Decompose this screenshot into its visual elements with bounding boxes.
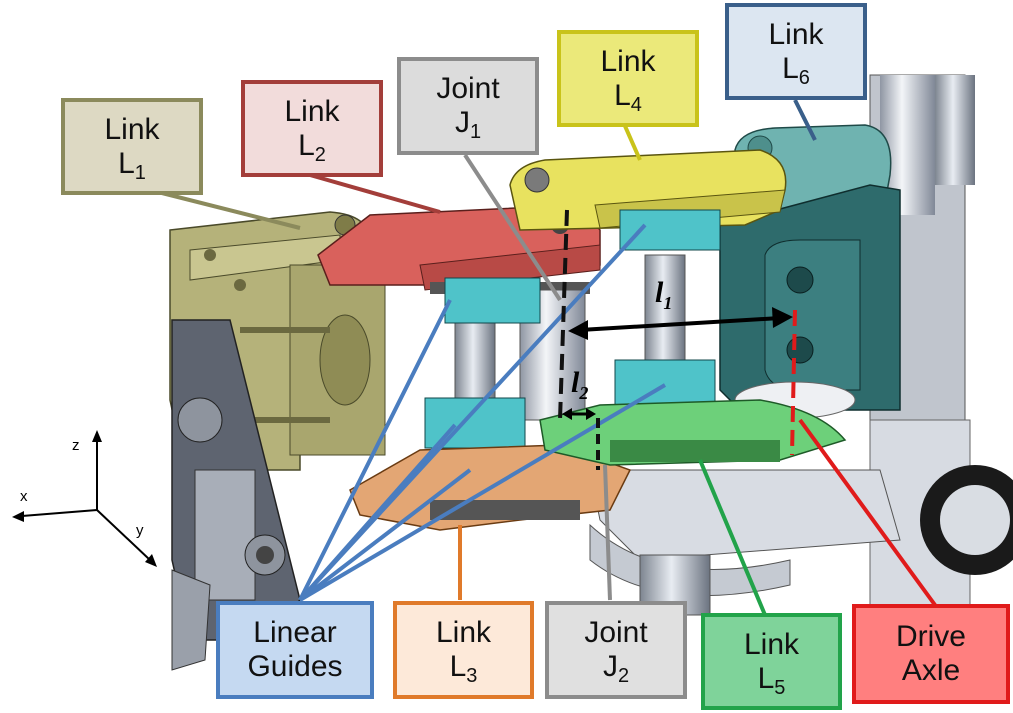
leader-drive-axle [798, 418, 937, 607]
leader-joint-j2 [603, 464, 612, 601]
label-link-l2-symbol: L2 [298, 128, 326, 166]
label-link-l3-word: Link [435, 616, 492, 649]
drive-axle-axis [790, 309, 797, 456]
label-joint-j2-word: Joint [584, 616, 648, 649]
dimension-l2-arrow [562, 408, 596, 420]
label-joint-j1-word: Joint [436, 72, 500, 105]
leader-joint-j1 [463, 153, 562, 302]
leader-guides-5 [298, 468, 472, 602]
linear-guide-rods [454, 254, 686, 426]
axis-z-label: z [72, 437, 80, 454]
link-l5-part [539, 399, 847, 466]
leader-link-l6 [793, 99, 817, 141]
dimension-l1-subscript: 1 [663, 293, 673, 313]
label-link-l2-word: Link [284, 94, 340, 128]
label-link-l4-symbol: L4 [614, 78, 642, 116]
axis-x-label: x [20, 488, 28, 505]
label-link-l6: Link L6 [725, 3, 867, 100]
leader-guides-1 [298, 299, 452, 601]
dimension-l1-symbol: l [655, 276, 664, 309]
label-link-l3: Link L3 [393, 601, 534, 699]
label-joint-j2: Joint J2 [545, 601, 687, 699]
label-linear-guides: Linear Guides [216, 601, 374, 699]
dimension-l2-label: l2 [571, 366, 588, 404]
dimension-l2-symbol: l [571, 366, 580, 399]
label-link-l3-symbol: L3 [449, 650, 478, 687]
label-joint-j1: Joint J1 [397, 57, 539, 155]
label-linear-guides-line1: Linear [253, 616, 337, 649]
label-joint-j2-symbol: J2 [602, 650, 630, 687]
leader-guides-4 [298, 383, 667, 602]
label-link-l6-word: Link [768, 17, 824, 51]
label-link-l1-symbol: L1 [118, 146, 146, 184]
label-link-l5-symbol: L5 [757, 661, 786, 699]
link-l1-part [169, 211, 386, 471]
label-link-l6-symbol: L6 [782, 51, 810, 89]
label-link-l5-word: Link [743, 627, 800, 661]
leader-link-l5 [698, 459, 767, 616]
label-link-l5: Link L5 [701, 613, 842, 710]
leader-guides-3 [298, 423, 457, 602]
label-link-l2: Link L2 [241, 80, 383, 177]
leader-link-l4 [623, 125, 642, 161]
label-joint-j1-symbol: J1 [454, 106, 482, 143]
label-link-l4: Link L4 [557, 30, 699, 127]
leader-link-l1 [149, 188, 301, 230]
label-link-l1: Link L1 [61, 98, 203, 195]
label-link-l1-word: Link [104, 112, 160, 146]
left-track-part [171, 319, 301, 671]
dimension-l1-arrow [568, 307, 793, 340]
leader-link-l2 [309, 173, 441, 214]
label-drive-axle: Drive Axle [852, 604, 1010, 704]
axis-y-label: y [136, 522, 144, 539]
label-drive-axle-line1: Drive [895, 620, 966, 653]
dimension-l2-subscript: 2 [579, 383, 589, 403]
joint-j1-axis [558, 209, 569, 421]
right-frame-part [869, 74, 1013, 611]
label-linear-guides-line2: Guides [247, 650, 343, 683]
dimension-l1-label: l1 [655, 276, 672, 314]
label-link-l4-word: Link [600, 44, 656, 78]
coordinate-axes [12, 430, 157, 567]
label-drive-axle-line2: Axle [901, 654, 961, 687]
